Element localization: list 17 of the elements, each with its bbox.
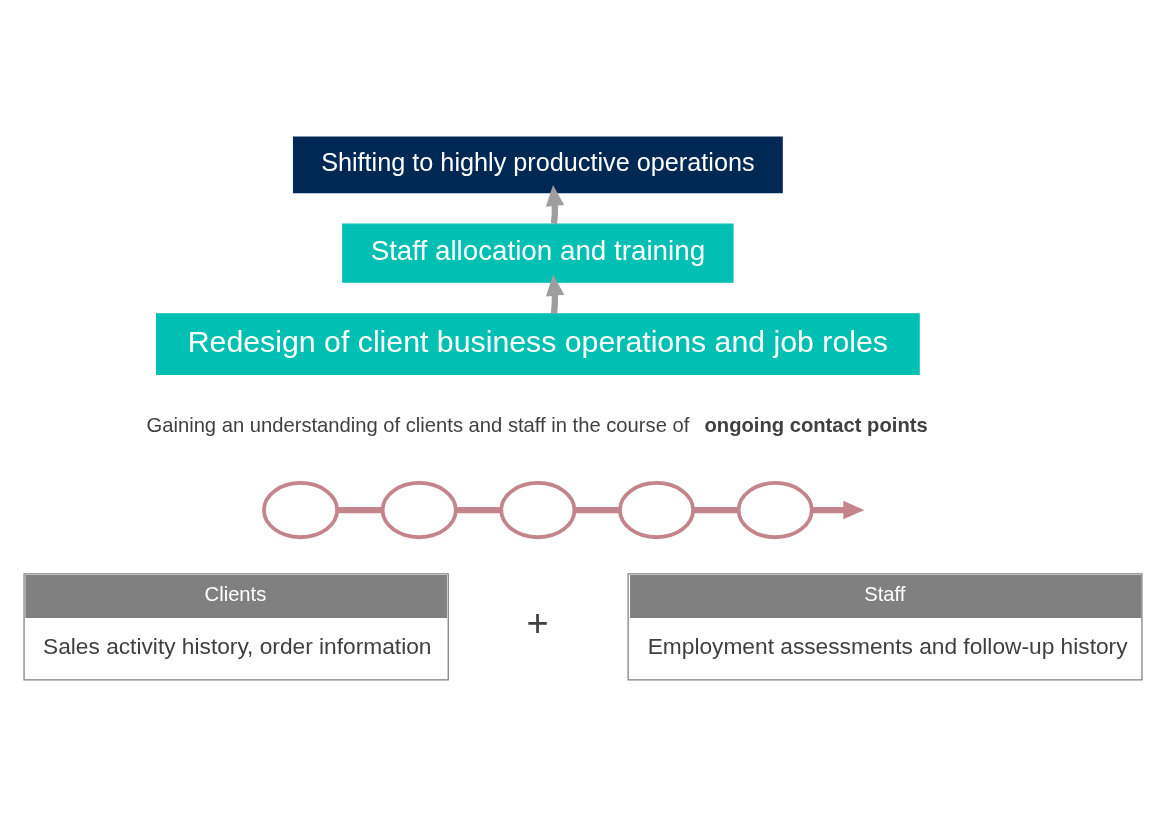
- connector: [455, 506, 501, 514]
- arrow: [545, 184, 565, 225]
- node-circle: [499, 481, 577, 540]
- label: +: [526, 602, 549, 645]
- arrow: [545, 274, 565, 314]
- connector: [337, 506, 383, 514]
- arrow: [812, 500, 865, 520]
- connector: [693, 506, 739, 514]
- node-box: Staff allocation and training: [342, 223, 734, 283]
- node-circle: [380, 481, 458, 540]
- node-circle: [262, 481, 340, 540]
- node-circle: [736, 481, 814, 540]
- node-box: Redesign of client business operations and job roles: [156, 313, 920, 375]
- label: Gaining an understanding of clients and staff in the course of ongoing contact points: [146, 414, 928, 437]
- node-box: Shifting to highly productive operations: [292, 136, 783, 194]
- node-circle: [618, 481, 696, 540]
- connector: [574, 506, 620, 514]
